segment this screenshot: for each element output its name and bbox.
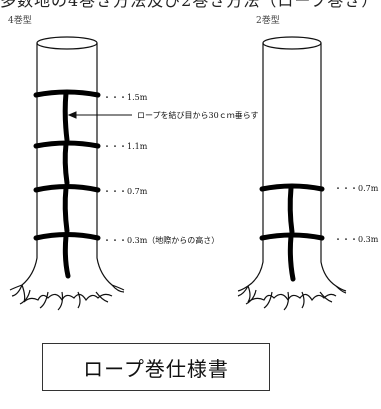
four-wrap-height-1-5m: ・・・1.5m	[103, 93, 148, 102]
rope-two-wrap	[259, 183, 325, 282]
tree-two-wrap	[237, 36, 347, 311]
four-wrap-height-0-3m: ・・・0.3m（地際からの高さ）	[103, 236, 220, 245]
four-wrap-height-0-7m: ・・・0.7m	[103, 187, 148, 196]
annotation-arrow	[67, 111, 132, 119]
specification-title-box: ロープ巻仕様書	[42, 343, 270, 391]
four-wrap-type-label: 4巻型	[8, 16, 32, 26]
specification-title: ロープ巻仕様書	[83, 356, 229, 381]
rope-four-wrap	[33, 89, 101, 279]
two-wrap-type-label: 2巻型	[256, 16, 280, 26]
two-wrap-height-0-3m: ・・・0.3m	[334, 235, 379, 244]
four-wrap-height-1-1m: ・・・1.1m	[103, 142, 148, 151]
rope-hang-annotation: ロープを結び目から30ｃｍ垂らす	[137, 111, 259, 120]
page-heading: 多数地の4巻き方法及び2巻き方法（ロープ巻き）	[0, 0, 381, 9]
tree-four-wrap	[9, 36, 125, 311]
two-wrap-height-0-7m: ・・・0.7m	[334, 184, 379, 193]
